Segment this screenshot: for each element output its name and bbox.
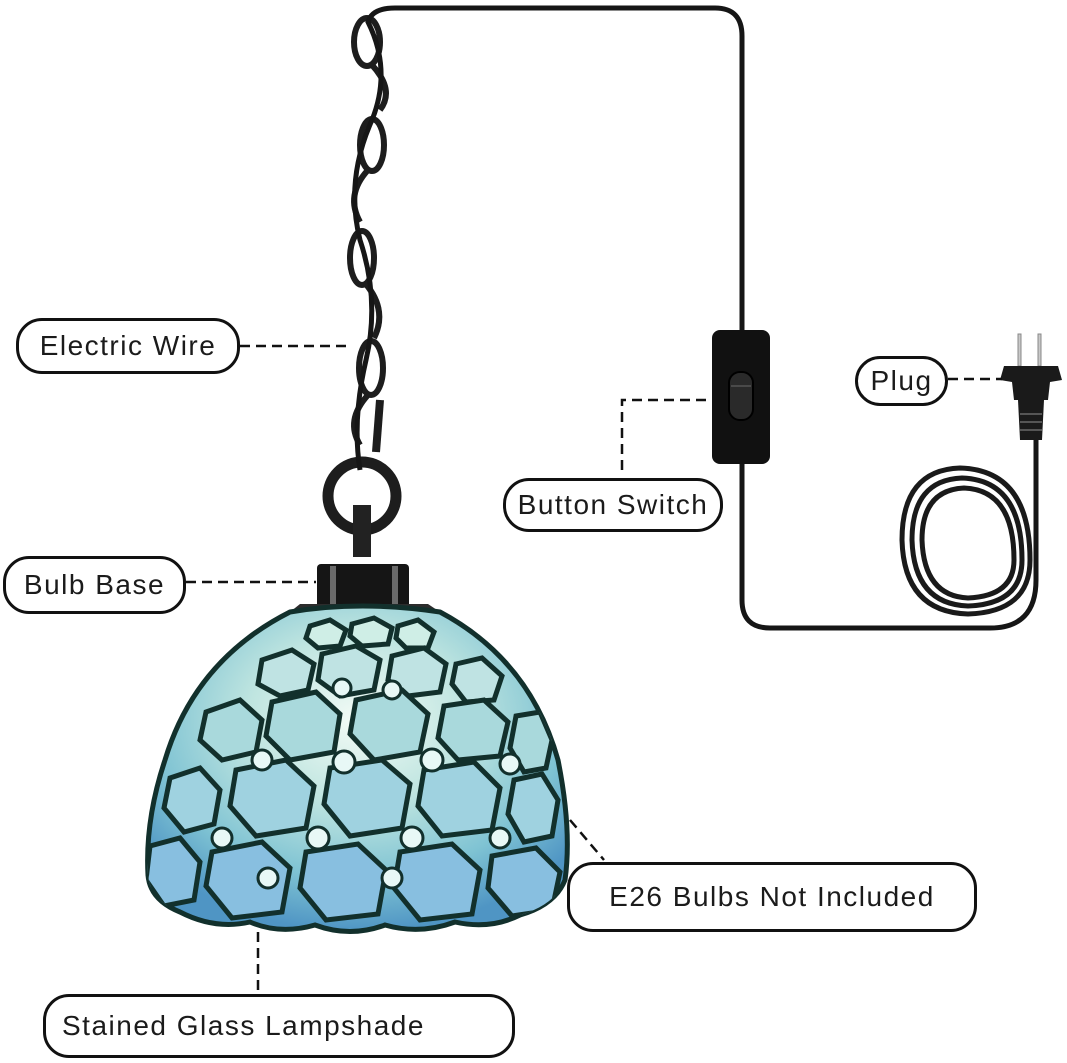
plug [1000,333,1062,440]
stained-glass-shade [145,603,570,934]
chain [322,15,402,557]
label-button-switch: Button Switch [503,478,723,532]
electric-wire [352,5,745,471]
button-switch [712,330,770,464]
label-bulb-base: Bulb Base [3,556,186,614]
label-electric-wire: Electric Wire [16,318,240,374]
label-stained-glass-lampshade: Stained Glass Lampshade [43,994,515,1058]
power-cord [739,430,1039,631]
label-plug: Plug [855,356,948,406]
label-bulbs-not-included: E26 Bulbs Not Included [567,862,977,932]
leader-lines [186,344,1002,994]
cord-coil [899,465,1033,617]
